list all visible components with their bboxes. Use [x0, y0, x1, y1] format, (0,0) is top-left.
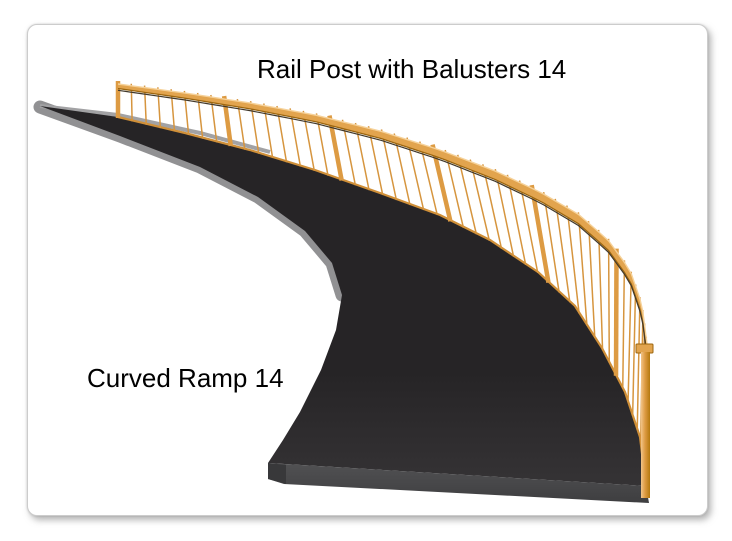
baluster [607, 238, 611, 363]
slab-front-face [268, 463, 649, 503]
baluster [554, 198, 571, 303]
baluster [636, 297, 641, 430]
baluster [631, 284, 637, 416]
baluster [482, 164, 503, 249]
baluster [627, 271, 633, 403]
rail-post [613, 248, 619, 376]
baluster [597, 229, 604, 351]
baluster [263, 103, 274, 159]
baluster [566, 205, 580, 314]
top-rail-highlight [117, 83, 649, 353]
baluster [518, 180, 539, 273]
curved-ramp-surface [40, 106, 646, 486]
top-rail-lower-edge [117, 87, 649, 364]
baluster [542, 192, 560, 293]
baluster [621, 260, 626, 389]
ramp-far-edge-face [39, 104, 271, 154]
slab-end-face [268, 463, 286, 484]
rail-end-cap [635, 343, 654, 354]
baluster [577, 212, 588, 326]
rail-post [430, 144, 453, 222]
rail-shoe [117, 115, 648, 487]
baluster [289, 108, 302, 167]
rail-underline-shadow [117, 89, 649, 365]
baluster [587, 221, 596, 338]
rail-post [529, 184, 551, 284]
baluster [276, 105, 288, 163]
rail-end-post [641, 352, 650, 498]
baluster [506, 174, 527, 265]
baluster [494, 168, 515, 257]
ramp-label: Curved Ramp 14 [87, 363, 284, 393]
render-title: Rail Post with Balusters 14 [257, 54, 567, 84]
